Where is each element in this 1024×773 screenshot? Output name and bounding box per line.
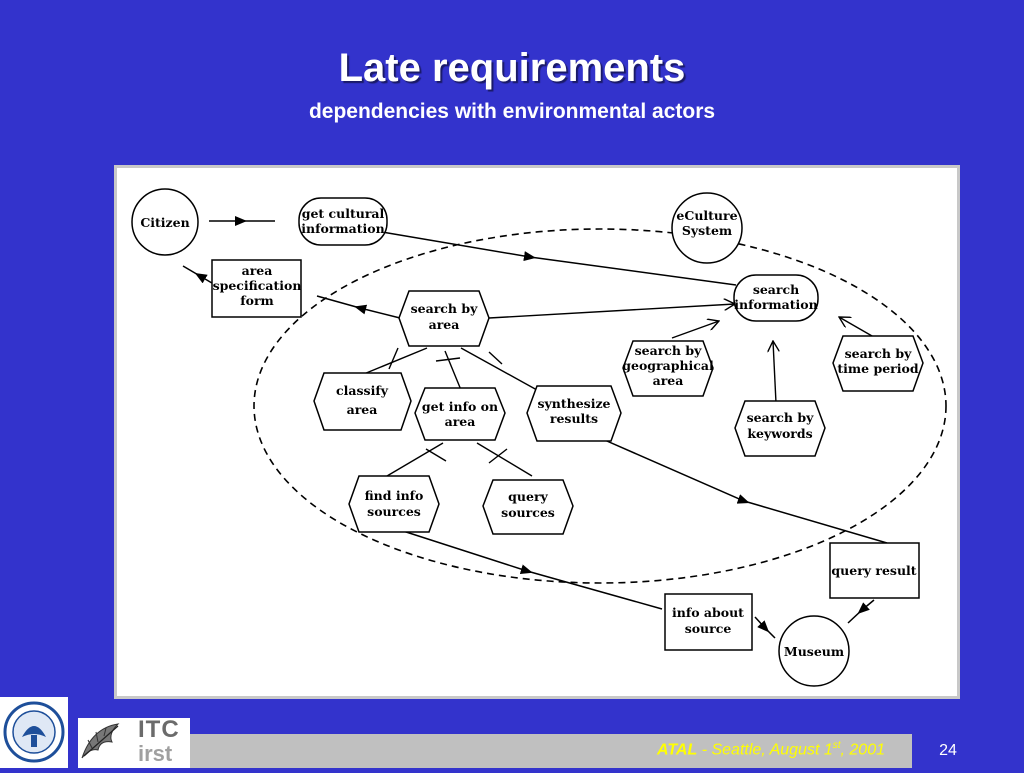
page-number-box [912, 734, 1024, 768]
actor-citizen: Citizen [131, 188, 199, 256]
actor-museum: Museum [778, 615, 850, 687]
task-classify-area: classify area [313, 372, 412, 431]
svg-text:synthesize: synthesize [537, 396, 610, 411]
svg-text:search by: search by [747, 410, 814, 425]
svg-text:source: source [685, 621, 732, 636]
slide-title: Late requirements [338, 46, 686, 90]
task-search-by-geographical-area: search by geographical area [622, 340, 714, 397]
svg-text:area: area [242, 263, 273, 278]
svg-text:specification: specification [213, 278, 302, 293]
svg-text:area: area [347, 402, 378, 417]
dep-searcharea-areaform [316, 295, 401, 319]
svg-text:area: area [445, 414, 476, 429]
university-seal-icon [3, 701, 65, 763]
dep-getcultural-search [381, 231, 737, 286]
resource-info-about-source: info about source [664, 593, 753, 651]
task-search-by-area: search by area [398, 290, 490, 347]
svg-text:info about: info about [672, 605, 744, 620]
svg-text:query: query [508, 489, 548, 504]
svg-text:get cultural: get cultural [302, 206, 385, 221]
diagram-panel: Citizen eCulture System Museum get cultu… [114, 165, 960, 699]
actor-eculture-system: eCulture System [671, 192, 743, 264]
svg-text:information: information [301, 221, 384, 236]
svg-text:System: System [682, 223, 732, 238]
goal-get-cultural-information: get cultural information [298, 197, 388, 246]
dep-infosource-museum [754, 616, 776, 639]
svg-text:search by: search by [635, 343, 702, 358]
task-find-info-sources: find info sources [348, 475, 440, 533]
svg-text:find info: find info [365, 488, 424, 503]
task-get-info-on-area: get info on area [414, 387, 506, 441]
svg-text:eCulture: eCulture [676, 208, 737, 223]
dependency-diagram: Citizen eCulture System Museum get cultu… [131, 188, 947, 687]
footer-place-date: - Seattle, August 1 [697, 741, 833, 759]
meansend-keywords [773, 341, 776, 404]
svg-text:classify: classify [336, 383, 389, 398]
task-synthesize-results: synthesize results [526, 385, 622, 442]
resource-area-specification-form: area specification form [211, 259, 302, 318]
resource-query-result: query result [829, 542, 920, 599]
svg-text:information: information [734, 297, 817, 312]
svg-text:geographical: geographical [622, 358, 714, 373]
meansend-searcharea [488, 304, 735, 319]
university-seal-logo [0, 697, 68, 768]
goal-search-information: search information [733, 274, 819, 322]
svg-text:search by: search by [845, 346, 912, 361]
svg-text:search by: search by [411, 301, 478, 316]
itc-logo-text: ITC [138, 716, 180, 743]
svg-text:get info on: get info on [422, 399, 498, 414]
slide-subtitle: dependencies with environmental actors [308, 100, 716, 123]
footer-ordinal: st [832, 740, 841, 751]
dep-synth-queryresult [599, 437, 888, 544]
svg-text:Museum: Museum [784, 644, 844, 659]
irst-logo-text: irst [138, 741, 173, 766]
svg-text:query result: query result [831, 563, 916, 578]
footer-event: ATAL [656, 741, 698, 759]
svg-text:Citizen: Citizen [140, 215, 189, 230]
svg-text:area: area [429, 317, 460, 332]
itc-irst-logo [78, 718, 190, 768]
svg-text:form: form [240, 293, 274, 308]
task-query-sources: query sources [482, 479, 574, 535]
footer-caption: ATAL - Seattle, August 1st, 2001 [560, 740, 885, 759]
leaf-logo-icon [81, 723, 120, 759]
footer-year: , 2001 [840, 741, 885, 759]
svg-text:keywords: keywords [747, 426, 812, 441]
svg-text:sources: sources [367, 504, 421, 519]
dep-findinfo-infosource [402, 530, 663, 610]
dep-queryresult-museum [847, 599, 875, 624]
svg-text:results: results [550, 411, 598, 426]
page-number: 24 [939, 742, 957, 759]
system-boundary [253, 228, 947, 584]
meansend-geo [671, 321, 719, 339]
svg-text:search: search [753, 282, 799, 297]
footer-bar [190, 734, 1024, 768]
svg-text:sources: sources [501, 505, 555, 520]
task-search-by-time-period: search by time period [832, 335, 924, 392]
task-search-by-keywords: search by keywords [734, 400, 826, 457]
svg-text:area: area [653, 373, 684, 388]
svg-text:time period: time period [837, 361, 918, 376]
